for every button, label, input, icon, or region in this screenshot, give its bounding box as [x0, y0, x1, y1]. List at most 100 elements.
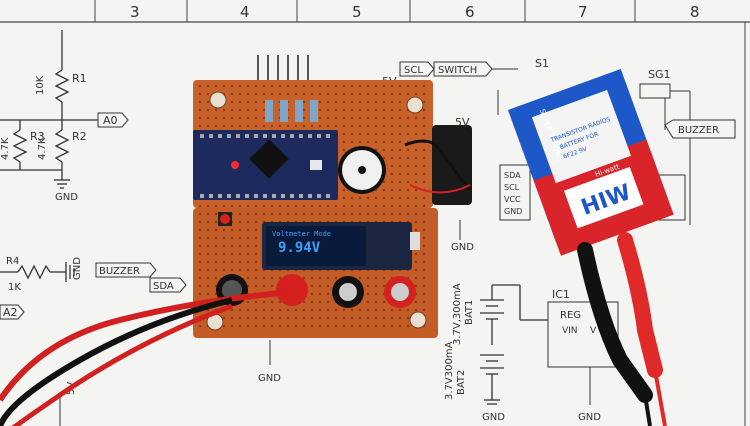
pcb-hole	[414, 220, 418, 224]
slide-switch	[410, 232, 420, 250]
pcb-hole	[310, 292, 314, 296]
pcb-hole	[254, 220, 258, 224]
pcb-hole	[366, 212, 370, 216]
pcb-hole	[382, 188, 386, 192]
pcb-hole	[310, 204, 314, 208]
arduino-pin	[317, 194, 321, 198]
gnd-label-4: GND	[482, 412, 505, 423]
pcb-hole	[398, 196, 402, 200]
r3-label: R3	[30, 130, 45, 143]
arduino-pin	[254, 134, 258, 138]
pcb-hole	[422, 116, 426, 120]
pcb-hole	[254, 84, 258, 88]
pcb-hole	[254, 108, 258, 112]
pcb-hole	[414, 196, 418, 200]
pcb-hole	[326, 276, 330, 280]
pcb-hole	[254, 316, 258, 320]
pcb-hole	[318, 308, 322, 312]
pcb-hole	[302, 308, 306, 312]
pcb-hole	[222, 116, 226, 120]
pcb-hole	[414, 172, 418, 176]
arduino-pin	[209, 134, 213, 138]
pcb-hole	[294, 308, 298, 312]
pcb-hole	[406, 148, 410, 152]
pcb-hole	[398, 116, 402, 120]
pcb-hole	[294, 124, 298, 128]
pcb-hole	[382, 316, 386, 320]
terminal-black-2-center	[339, 283, 357, 301]
pcb-hole	[198, 268, 202, 272]
black-alligator-clip	[577, 242, 653, 403]
pcb-hole	[382, 196, 386, 200]
pcb-hole	[374, 204, 378, 208]
pcb-hole	[270, 204, 274, 208]
gnd-label-3: GND	[451, 242, 474, 253]
pcb-hole	[198, 260, 202, 264]
pcb-hole	[246, 124, 250, 128]
pcb-hole	[270, 92, 274, 96]
pcb-hole	[382, 140, 386, 144]
pcb-hole	[422, 292, 426, 296]
push-button-cap	[220, 214, 230, 224]
pcb-hole	[238, 228, 242, 232]
pcb-hole	[406, 164, 410, 168]
red-probe-wire	[0, 289, 293, 402]
pcb-hole	[422, 132, 426, 136]
pcb-hole	[294, 316, 298, 320]
gnd-label-1: GND	[55, 192, 78, 203]
switch-net-tag	[433, 61, 493, 77]
pcb-hole	[350, 92, 354, 96]
pcb-hole	[254, 100, 258, 104]
pcb-hole	[422, 124, 426, 128]
pcb-hole	[366, 316, 370, 320]
arduino-chip	[249, 139, 289, 179]
pcb-hole	[222, 260, 226, 264]
pcb-hole	[302, 300, 306, 304]
pcb-hole	[358, 84, 362, 88]
pcb-hole	[374, 132, 378, 136]
pcb-hole	[238, 116, 242, 120]
pcb-hole	[246, 228, 250, 232]
pcb-hole	[262, 124, 266, 128]
pcb-hole	[254, 236, 258, 240]
pcb-hole	[302, 316, 306, 320]
pcb-hole	[318, 100, 322, 104]
mount-hole	[406, 96, 424, 114]
pcb-hole	[358, 132, 362, 136]
pcb-hole	[334, 308, 338, 312]
terminal-red	[276, 274, 308, 306]
pcb-hole	[254, 204, 258, 208]
pcb-hole	[254, 244, 258, 248]
pcb-hole	[222, 84, 226, 88]
board-resistors	[265, 100, 318, 122]
pcb-hole	[270, 308, 274, 312]
pcb-hole	[230, 252, 234, 256]
pcb-hole	[238, 252, 242, 256]
pcb-hole	[422, 172, 426, 176]
pcb-hole	[374, 292, 378, 296]
pcb-hole	[246, 212, 250, 216]
terminal-red-2-center	[391, 283, 409, 301]
r2-value: 4.7K	[37, 137, 48, 160]
pcb-hole	[206, 244, 210, 248]
pcb-hole	[350, 212, 354, 216]
pcb-hole	[302, 212, 306, 216]
pcb-hole	[334, 316, 338, 320]
pcb-hole	[206, 124, 210, 128]
pcb-hole	[398, 308, 402, 312]
pcb-hole	[342, 196, 346, 200]
pcb-hole	[246, 276, 250, 280]
pcb-hole	[366, 132, 370, 136]
pcb-hole	[254, 92, 258, 96]
pcb-hole	[358, 92, 362, 96]
red-lead	[653, 369, 667, 426]
pcb-hole	[398, 132, 402, 136]
pcb-hole	[374, 324, 378, 328]
pcb-hole	[246, 324, 250, 328]
pcb-hole	[230, 124, 234, 128]
pcb-hole	[246, 316, 250, 320]
arduino-pin	[218, 194, 222, 198]
pcb-hole	[358, 212, 362, 216]
pcb-hole	[246, 204, 250, 208]
arduino-pin	[281, 194, 285, 198]
